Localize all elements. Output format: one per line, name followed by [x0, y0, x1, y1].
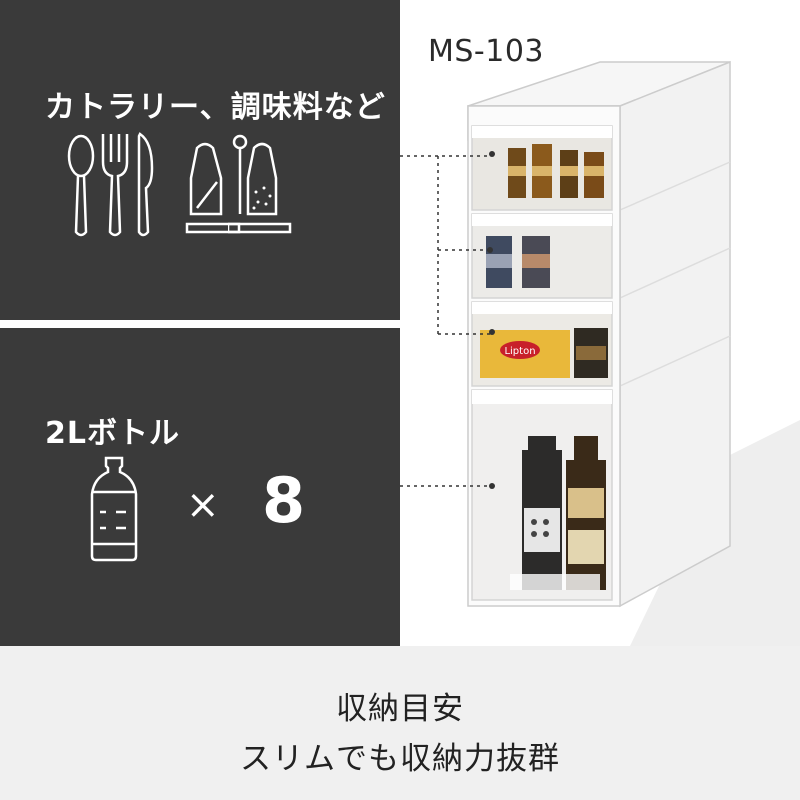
- knife-icon: [137, 132, 154, 237]
- caption-subheading: スリムでも収納力抜群: [240, 741, 560, 777]
- bottle-panel-title: 2Lボトル: [45, 416, 180, 451]
- lipton-label: Lipton: [504, 346, 535, 357]
- bottle-panel: 2Lボトル: [0, 328, 400, 646]
- caption-heading: 収納目安: [336, 691, 464, 727]
- drawer-unit-image: Lipton: [400, 60, 800, 646]
- spoon-icon: [67, 134, 95, 237]
- caption-band: [0, 646, 800, 800]
- bottle-icon: [90, 456, 138, 562]
- drawer-4: [471, 389, 613, 601]
- bottle-count: 8: [262, 464, 306, 537]
- cutlery-panel: カトラリー、調味料など: [0, 0, 400, 320]
- drawer-3: Lipton: [471, 301, 613, 387]
- drawer-1: [471, 125, 613, 211]
- model-label: MS-103: [428, 34, 545, 69]
- cutlery-panel-title: カトラリー、調味料など: [45, 90, 386, 125]
- fork-icon: [101, 134, 129, 237]
- pepper-shaker-icon: [228, 134, 292, 234]
- drawer-2: [471, 213, 613, 299]
- multiplier-sign: ×: [186, 482, 220, 528]
